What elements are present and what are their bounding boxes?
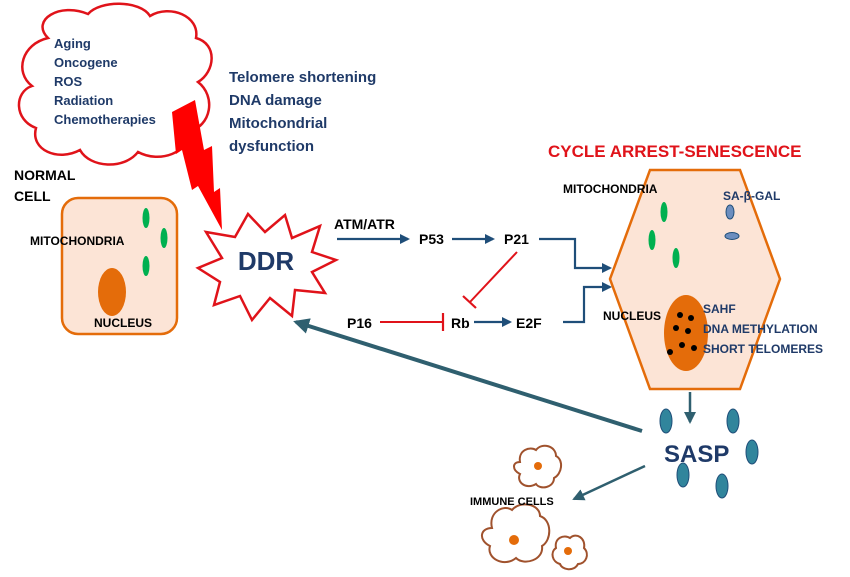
mitochondrion <box>672 248 680 268</box>
senescent-cell-body <box>608 168 782 391</box>
label-atm-atr: ATM/ATR <box>334 216 395 232</box>
damage-dna: DNA damage <box>229 92 322 109</box>
senescent-nucleus-label: NUCLEUS <box>603 309 661 323</box>
label-p16: P16 <box>347 315 372 331</box>
feature-short-telomeres: SHORT TELOMERES <box>703 342 823 356</box>
sahf-focus <box>677 312 683 318</box>
sasp-factor <box>715 473 729 499</box>
sasp-label: SASP <box>664 441 729 468</box>
lightning-bolt-icon <box>172 100 222 230</box>
immune-cell-nucleus <box>534 462 542 470</box>
arrow-p21-to-senescence <box>539 237 612 273</box>
sa-beta-gal-granule <box>724 232 740 240</box>
immune-cell-nucleus <box>509 535 519 545</box>
mitochondrion <box>142 208 150 228</box>
sasp-factor <box>659 408 673 434</box>
sahf-focus <box>691 345 697 351</box>
arrow-e2f-to-senescence <box>563 282 612 324</box>
stressor-ros: ROS <box>54 74 83 89</box>
pathway-labels: ATM/ATR P53 P21 P16 Rb E2F <box>334 216 542 331</box>
sahf-focus <box>673 325 679 331</box>
immune-cell <box>481 503 551 564</box>
sasp-factor <box>676 462 690 488</box>
damage-sources: Telomere shortening DNA damage Mitochond… <box>229 69 376 155</box>
normal-cell: NORMAL CELL MITOCHONDRIA NUCLEUS <box>14 167 179 336</box>
senescent-mitochondria-label: MITOCHONDRIA <box>563 182 658 196</box>
mitochondrion <box>660 202 668 222</box>
stressor-aging: Aging <box>54 36 91 51</box>
senescent-cell: CYCLE ARREST-SENESCENCE MITOCHONDRIA SA-… <box>548 142 823 391</box>
label-p53: P53 <box>419 231 444 247</box>
stressor-radiation: Radiation <box>54 93 113 108</box>
sa-beta-gal-label: SA-β-GAL <box>723 189 780 203</box>
immune-cells: IMMUNE CELLS <box>470 444 588 571</box>
mitochondrion <box>142 256 150 276</box>
sasp-factor <box>726 408 740 434</box>
arrow-sasp-to-ddr <box>293 318 643 433</box>
pathway-arrows <box>337 234 612 331</box>
normal-nucleus <box>98 268 126 316</box>
ddr-starburst: DDR <box>195 211 340 323</box>
damage-telomere: Telomere shortening <box>229 69 376 86</box>
normal-mitochondria-label: MITOCHONDRIA <box>30 234 125 248</box>
label-rb: Rb <box>451 315 470 331</box>
mitochondrion <box>160 228 168 248</box>
damage-mitochondrial: Mitochondrial <box>229 115 327 132</box>
normal-cell-body <box>60 196 179 336</box>
sahf-focus <box>667 349 673 355</box>
damage-dysfunction: dysfunction <box>229 138 314 155</box>
immune-cells-label: IMMUNE CELLS <box>470 496 554 508</box>
stressor-chemotherapies: Chemotherapies <box>54 112 156 127</box>
inhibit-p21-rb <box>469 251 518 303</box>
inhibit-p21-rb-bar <box>462 295 477 309</box>
ddr-label: DDR <box>238 246 295 276</box>
sa-beta-gal-granule <box>725 204 735 220</box>
feature-dna-methylation: DNA METHYLATION <box>703 322 818 336</box>
normal-nucleus-label: NUCLEUS <box>94 316 152 330</box>
sasp-factor <box>745 439 759 465</box>
label-p21: P21 <box>504 231 529 247</box>
senescence-title: CYCLE ARREST-SENESCENCE <box>548 142 801 161</box>
normal-cell-title-line2: CELL <box>14 188 51 204</box>
stressor-oncogene: Oncogene <box>54 55 118 70</box>
sahf-focus <box>688 315 694 321</box>
sasp: SASP <box>659 408 759 499</box>
mitochondrion <box>648 230 656 250</box>
label-e2f: E2F <box>516 315 542 331</box>
sahf-focus <box>685 328 691 334</box>
normal-cell-title-line1: NORMAL <box>14 167 76 183</box>
feature-sahf: SAHF <box>703 302 736 316</box>
arrow-sasp-to-immune <box>572 464 646 501</box>
sahf-focus <box>679 342 685 348</box>
immune-cell-nucleus <box>564 547 572 555</box>
